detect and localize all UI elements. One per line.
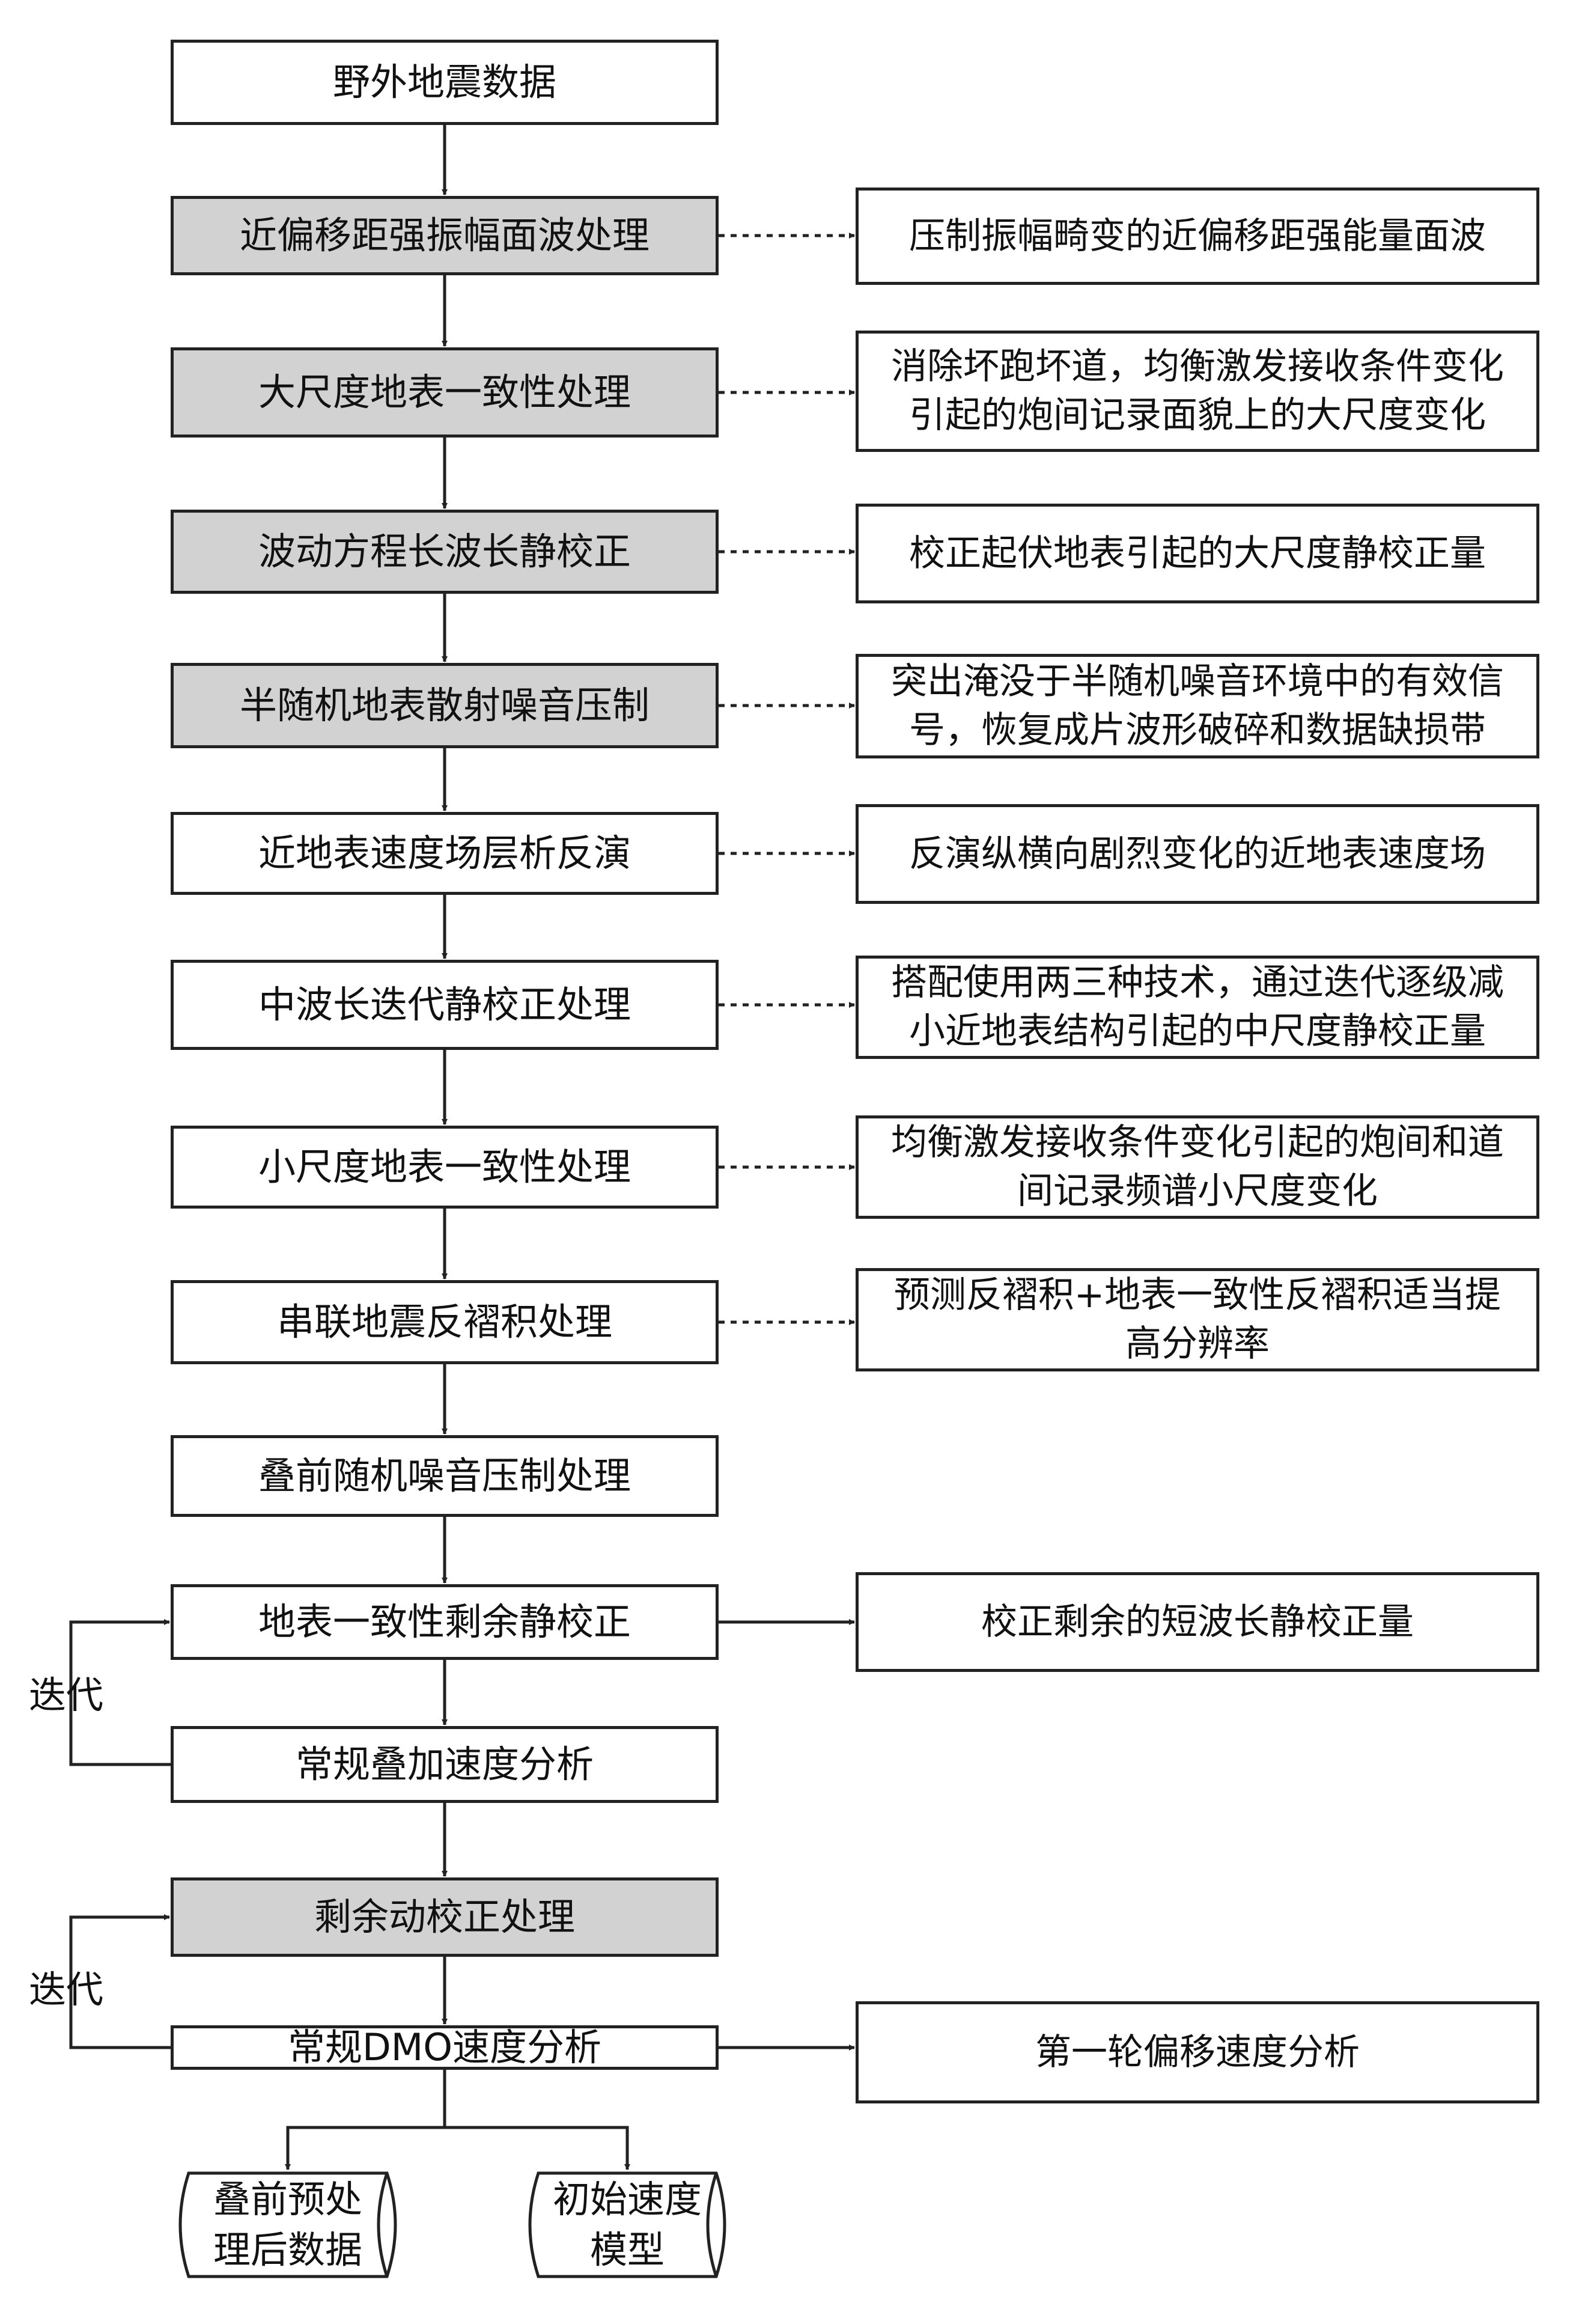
note-deconvolution: 预测反褶积+地表一致性反褶积适当提 高分辨率 (856, 1268, 1539, 1371)
iteration-label-2: 迭代 (29, 1968, 104, 2011)
note-small-scale: 均衡激发接收条件变化引起的炮间和道 间记录频谱小尺度变化 (856, 1115, 1539, 1219)
output-initial-velocity-model: 初始速度 模型 (520, 2171, 734, 2279)
step-prestack-noise-suppression: 叠前随机噪音压制处理 (171, 1435, 719, 1517)
note-dmo-velocity: 第一轮偏移速度分析 (856, 2001, 1539, 2103)
note-medium-wavelength: 搭配使用两三种技术，通过迭代逐级减 小近地表结构引起的中尺度静校正量 (856, 956, 1539, 1059)
step-residual-static: 地表一致性剩余静校正 (171, 1584, 719, 1660)
step-residual-nmo: 剩余动校正处理 (171, 1877, 719, 1957)
step-medium-wavelength-static: 中波长迭代静校正处理 (171, 960, 719, 1050)
cylinder-shape (178, 2171, 397, 2278)
output-initial-velocity-model-label: 初始速度 模型 (552, 2177, 702, 2272)
step-scatter-noise-suppression: 半随机地表散射噪音压制 (171, 663, 719, 748)
step-wave-equation-static: 波动方程长波长静校正 (171, 510, 719, 594)
step-surface-wave-processing: 近偏移距强振幅面波处理 (171, 196, 719, 275)
note-residual-static: 校正剩余的短波长静校正量 (856, 1572, 1539, 1672)
iteration-label-1: 迭代 (29, 1673, 104, 1717)
step-dmo-velocity-analysis: 常规DMO速度分析 (171, 2025, 719, 2070)
step-small-scale-surface-consistent: 小尺度地表一致性处理 (171, 1126, 719, 1209)
note-velocity-tomography: 反演纵横向剧烈变化的近地表速度场 (856, 804, 1539, 904)
step-deconvolution: 串联地震反褶积处理 (171, 1280, 719, 1364)
step-velocity-tomography: 近地表速度场层析反演 (171, 812, 719, 895)
iteration-loop-1 (69, 1619, 171, 1766)
note-scatter-noise: 突出淹没于半随机噪音环境中的有效信 号，恢复成片波形破碎和数据缺损带 (856, 654, 1539, 758)
note-large-scale: 消除坏跑坏道，均衡激发接收条件变化 引起的炮间记录面貌上的大尺度变化 (856, 331, 1539, 452)
arrow-to-velocity-model (445, 2126, 630, 2170)
output-preprocessed-data: 叠前预处 理后数据 (171, 2171, 405, 2279)
note-surface-wave: 压制振幅畸变的近偏移距强能量面波 (856, 188, 1539, 285)
step-stack-velocity-analysis: 常规叠加速度分析 (171, 1726, 719, 1803)
cylinder-shape (528, 2171, 726, 2278)
arrow-to-preprocessed-data (285, 2070, 446, 2170)
iteration-loop-2 (69, 1914, 171, 2049)
step-field-seismic-data: 野外地震数据 (171, 40, 719, 125)
output-preprocessed-data-label: 叠前预处 理后数据 (213, 2177, 362, 2272)
note-wave-equation-static: 校正起伏地表引起的大尺度静校正量 (856, 504, 1539, 603)
step-large-scale-surface-consistent: 大尺度地表一致性处理 (171, 347, 719, 438)
